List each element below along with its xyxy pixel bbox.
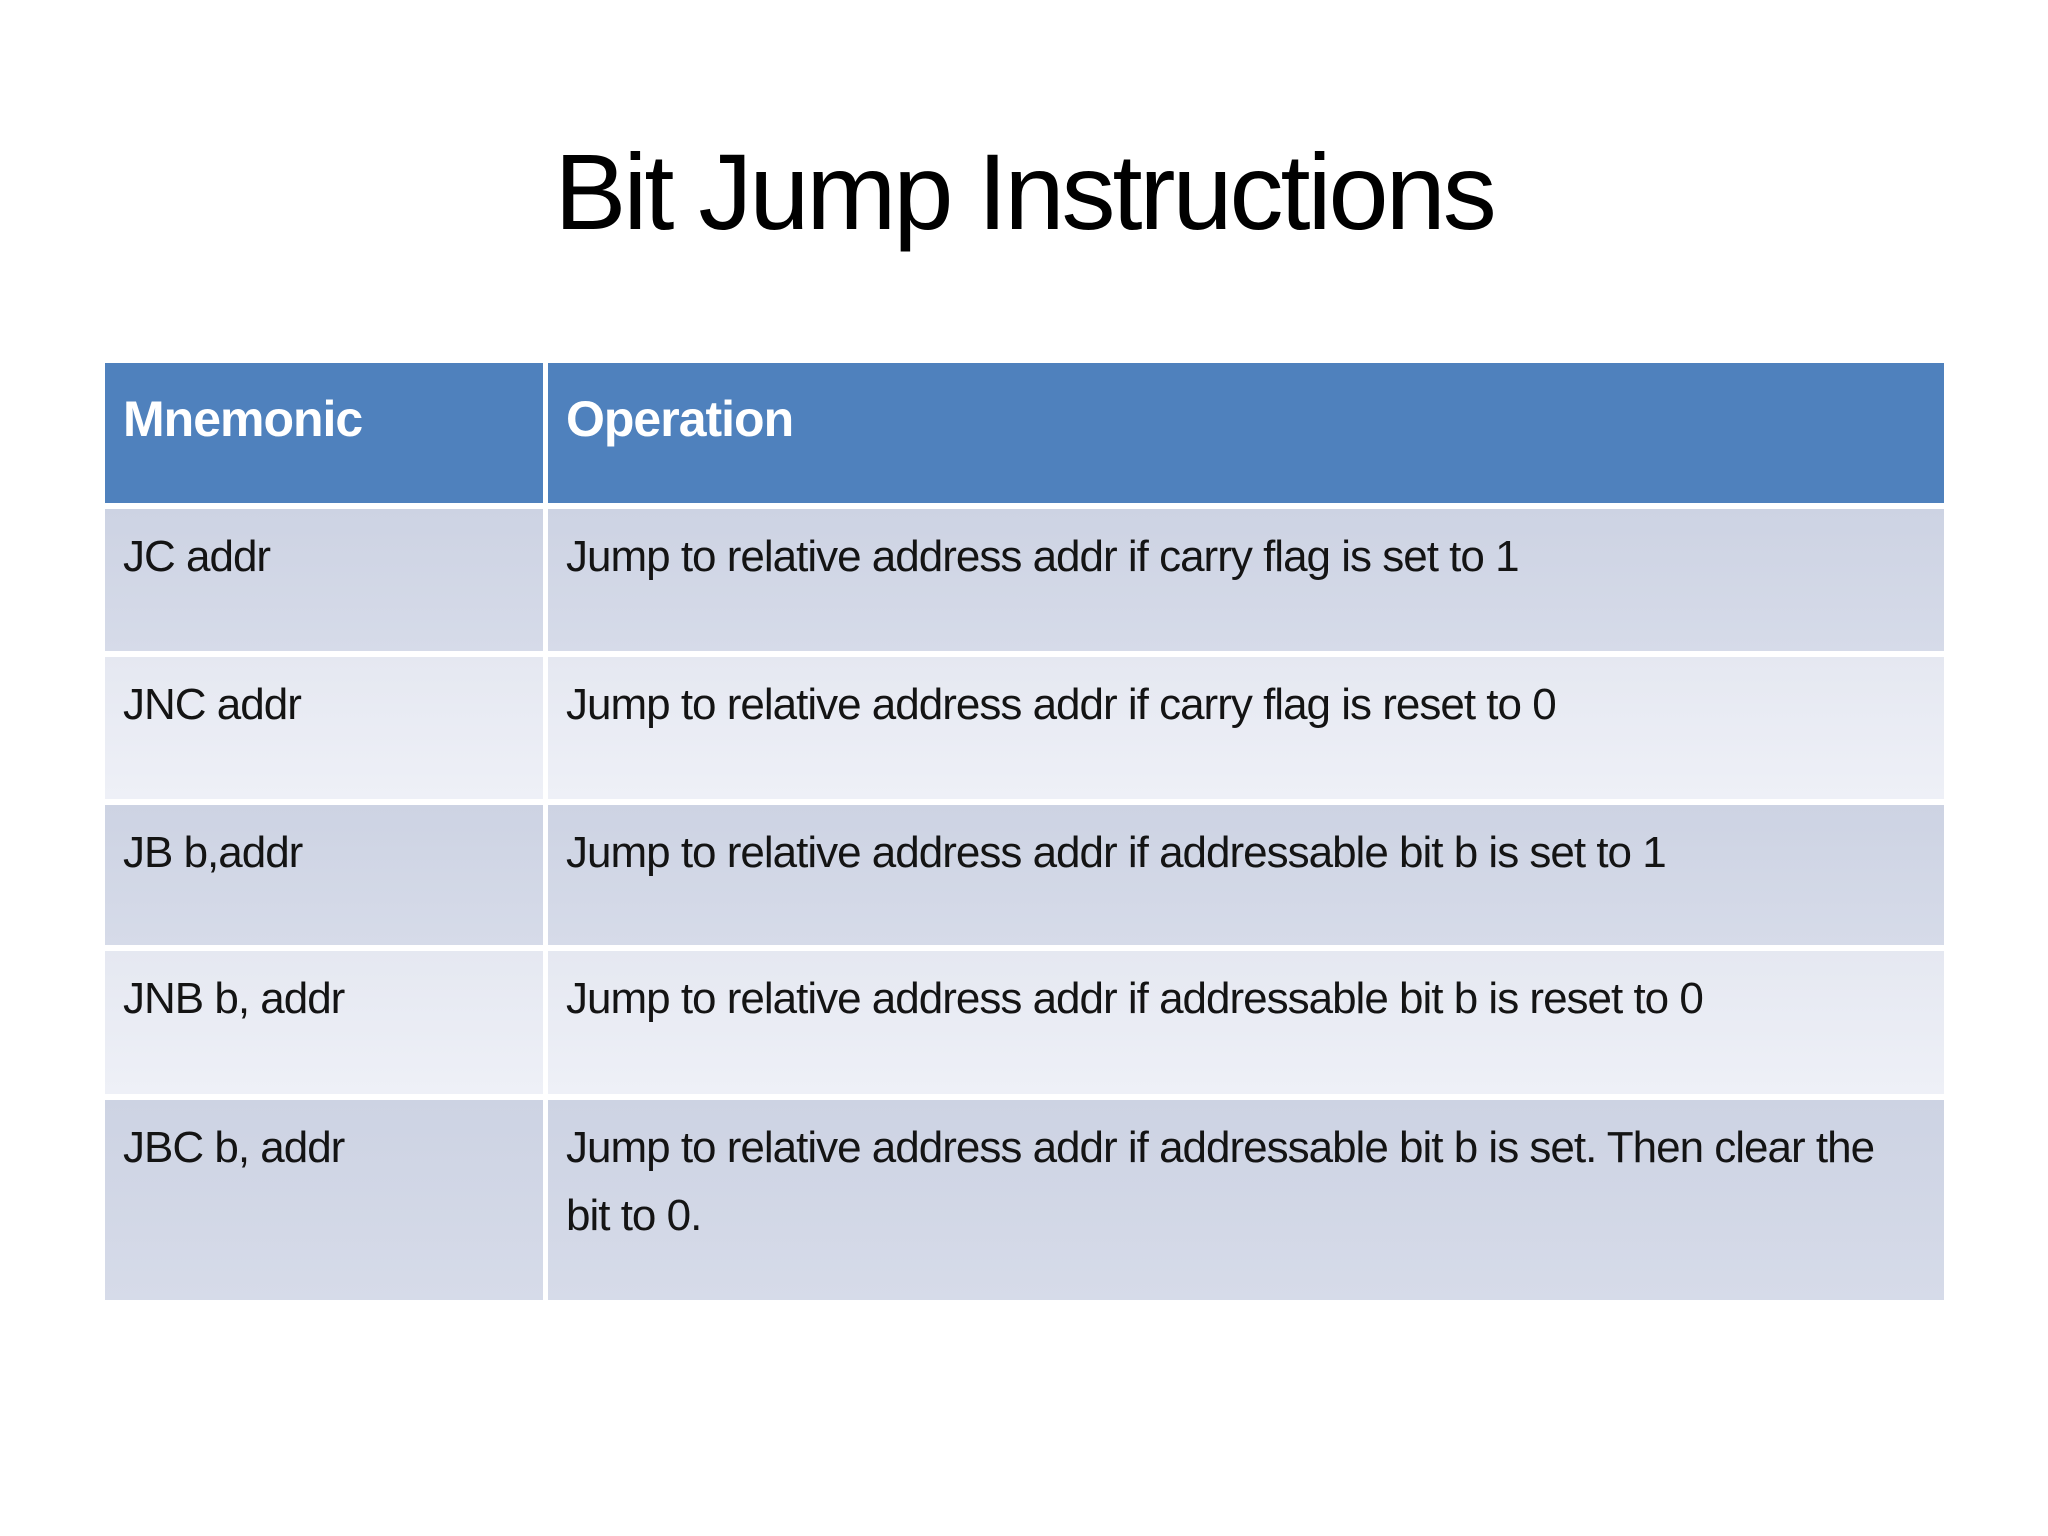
table-cell-mnemonic-jbc: JBC b, addr (105, 1100, 543, 1300)
table-cell-operation-jnb: Jump to relative address addr if address… (548, 951, 1944, 1094)
page-title: Bit Jump Instructions (554, 131, 1496, 252)
bit-jump-instructions-table: Mnemonic Operation JC addr Jump to relat… (105, 363, 1944, 1300)
table-cell-mnemonic-jc: JC addr (105, 509, 543, 651)
column-header-operation: Operation (548, 363, 1944, 503)
table-cell-mnemonic-jnc: JNC addr (105, 657, 543, 799)
table-cell-mnemonic-jnb: JNB b, addr (105, 951, 543, 1094)
table-cell-operation-jbc: Jump to relative address addr if address… (548, 1100, 1944, 1300)
column-header-mnemonic: Mnemonic (105, 363, 543, 503)
table-cell-operation-jb: Jump to relative address addr if address… (548, 805, 1944, 945)
table-cell-operation-jnc: Jump to relative address addr if carry f… (548, 657, 1944, 799)
table-cell-operation-jc: Jump to relative address addr if carry f… (548, 509, 1944, 651)
table-cell-mnemonic-jb: JB b,addr (105, 805, 543, 945)
